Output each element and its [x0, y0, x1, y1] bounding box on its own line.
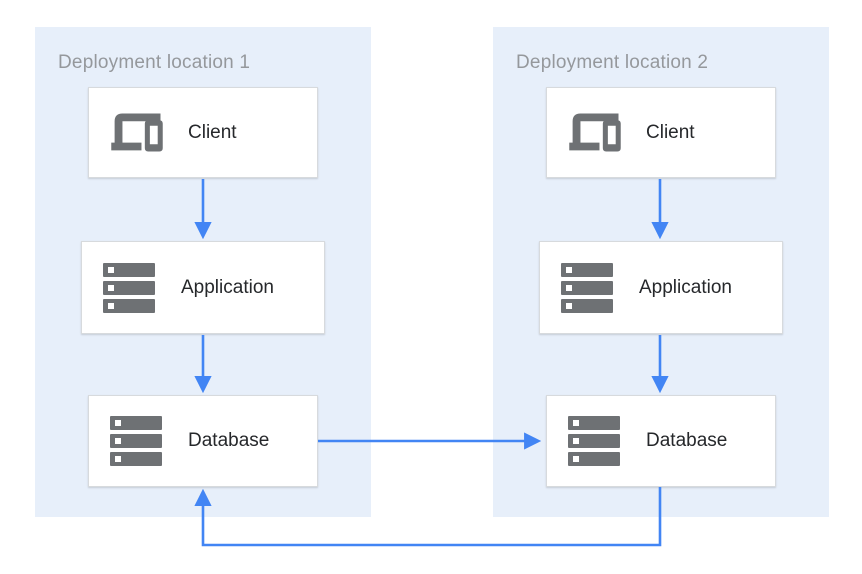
- deployment-zone-1: Deployment location 1 Client: [35, 27, 371, 517]
- node-database-1: Database: [88, 395, 318, 487]
- node-client-2: Client: [546, 87, 776, 178]
- server-stack-icon: [561, 262, 617, 313]
- node-database-2: Database: [546, 395, 776, 487]
- devices-icon: [568, 109, 624, 156]
- node-label: Application: [181, 276, 274, 298]
- node-label: Database: [188, 430, 270, 451]
- zone-1-title: Deployment location 1: [58, 52, 251, 73]
- node-label: Client: [188, 121, 237, 143]
- node-client-1: Client: [88, 87, 318, 178]
- deployment-zone-2: Deployment location 2 Client: [493, 27, 829, 517]
- node-application-2: Application: [539, 241, 783, 334]
- zone-2-title: Deployment location 2: [516, 52, 709, 73]
- node-label: Client: [646, 121, 695, 143]
- devices-icon: [110, 109, 166, 156]
- node-application-1: Application: [81, 241, 325, 334]
- server-stack-icon: [568, 416, 624, 466]
- node-label: Database: [646, 430, 728, 451]
- server-stack-icon: [103, 262, 159, 313]
- node-label: Application: [639, 276, 732, 298]
- server-stack-icon: [110, 416, 166, 466]
